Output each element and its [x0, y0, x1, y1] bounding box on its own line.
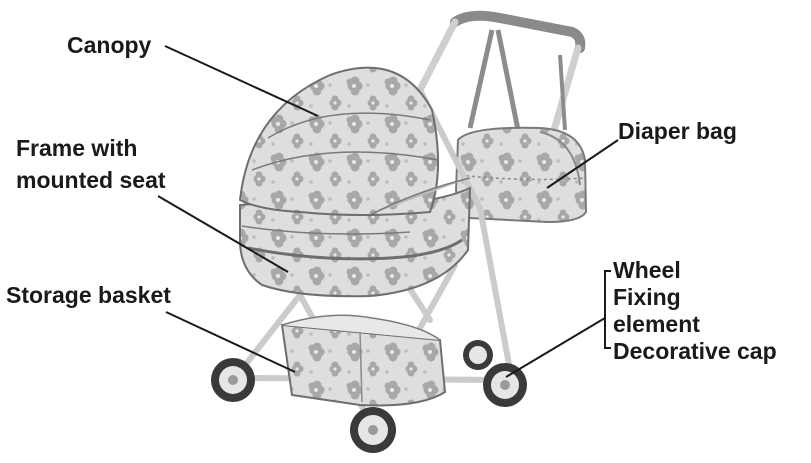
storage-basket-label: Storage basket: [6, 282, 171, 309]
wheel-label-bracket: [605, 271, 611, 348]
canopy-label: Canopy: [67, 32, 151, 59]
decorative-cap-label: Decorative cap: [613, 338, 777, 365]
leader-wheel: [506, 318, 605, 377]
fixing-label-line-2: element: [613, 311, 700, 338]
canopy-shape: [240, 68, 470, 215]
frame-label-line-2: mounted seat: [16, 167, 166, 194]
wheel-rear-right: [463, 340, 493, 370]
wheel-front-left: [350, 407, 396, 453]
diaper-bag-label: Diaper bag: [618, 118, 737, 145]
wheel-label: Wheel: [613, 257, 681, 284]
fixing-label-line-1: Fixing: [613, 284, 681, 311]
wheel-rear-left: [211, 358, 255, 402]
leader-canopy: [165, 46, 318, 116]
frame-label-line-1: Frame with: [16, 135, 137, 162]
wheel-front-right: [483, 363, 527, 407]
